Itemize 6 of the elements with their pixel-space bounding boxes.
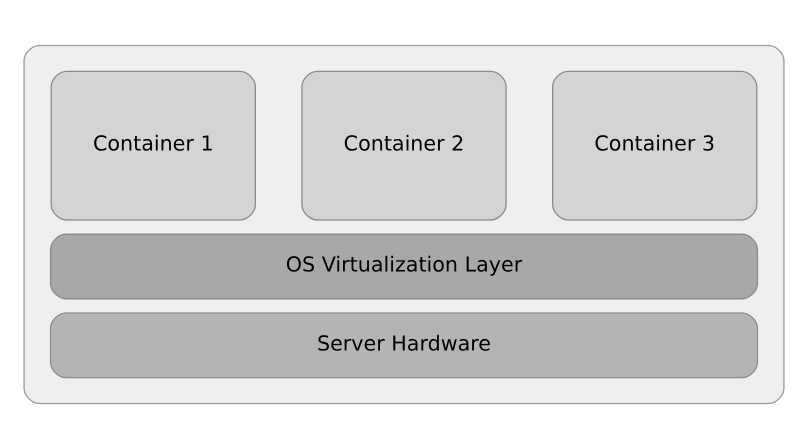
node-box: Container 2: [301, 70, 507, 220]
node-box: Container 1: [50, 70, 256, 220]
node-box: Server Hardware: [50, 312, 758, 378]
node-box: Container 3: [552, 70, 758, 220]
node-box: OS Virtualization Layer: [50, 233, 758, 299]
cluster: [23, 44, 785, 404]
